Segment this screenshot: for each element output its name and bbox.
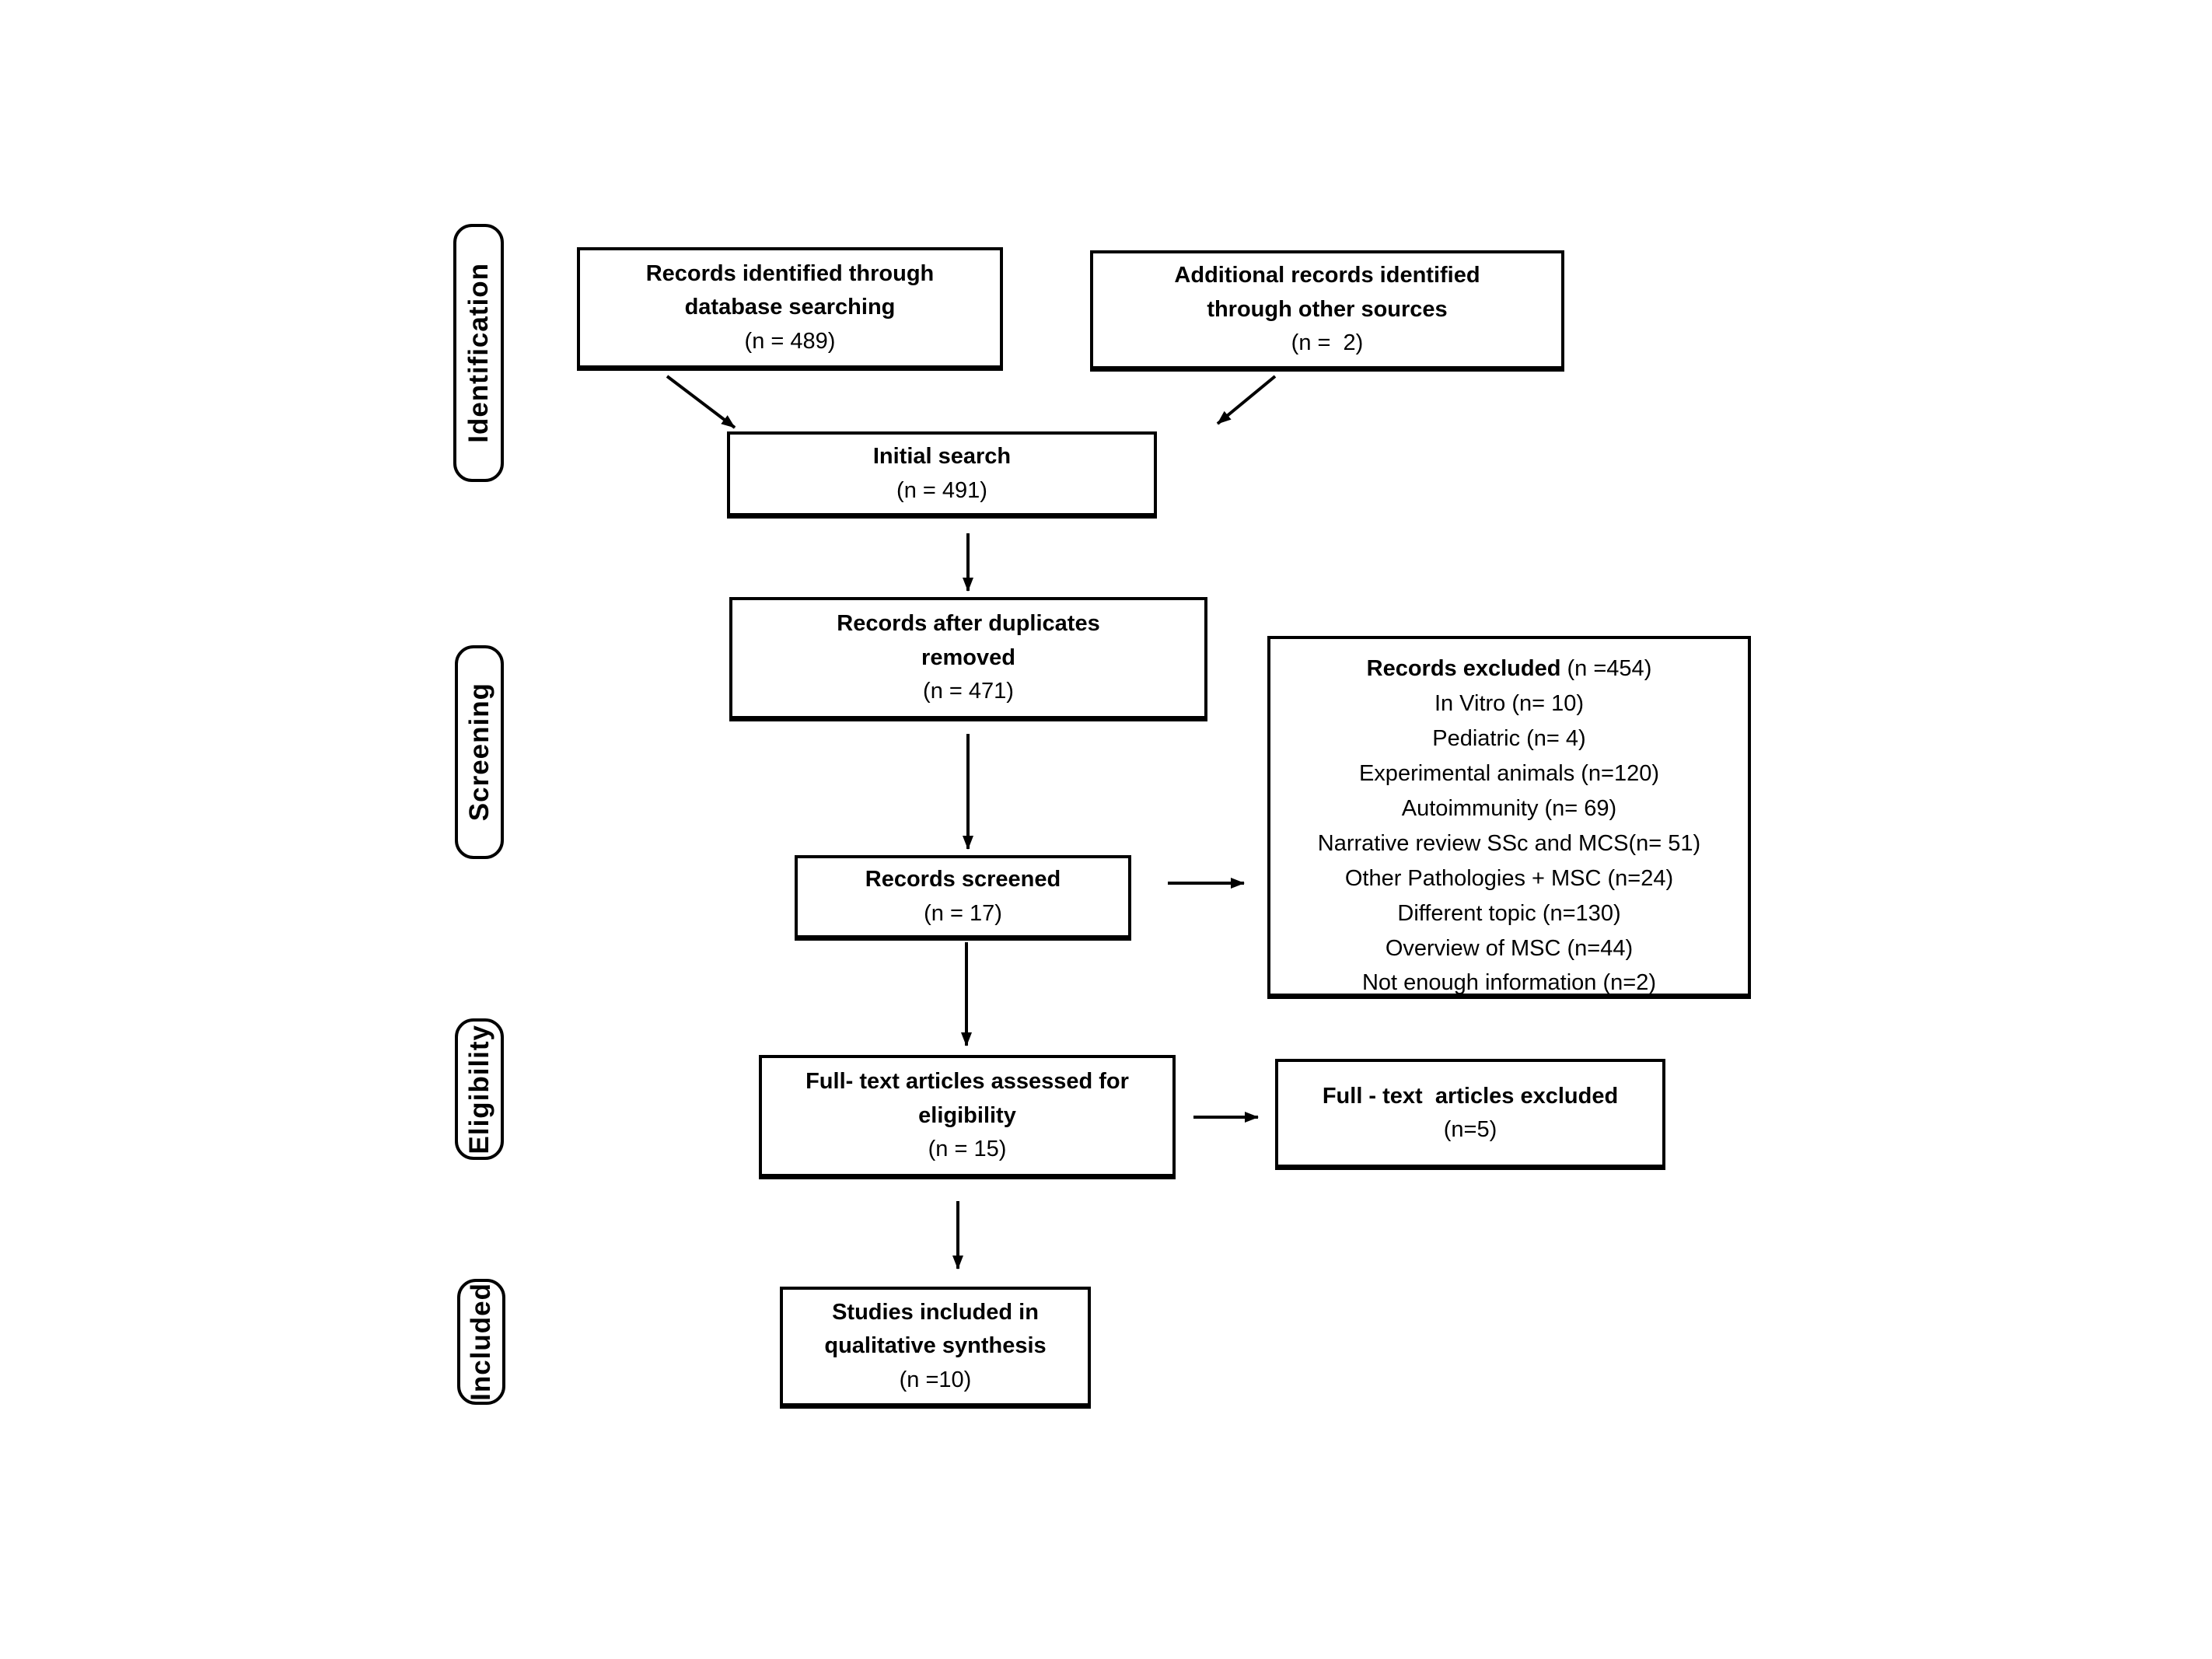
- excluded-reason-item: Different topic (n=130): [1397, 900, 1621, 926]
- stage-label-eligibility-text: Eligibility: [463, 1024, 494, 1154]
- box-records-identified: Records identified through database sear…: [577, 247, 1003, 371]
- box-records-excluded-count: (n =454): [1560, 656, 1652, 681]
- box-records-identified-line1: Records identified through: [645, 260, 935, 286]
- box-records-identified-count: (n = 489): [744, 328, 836, 354]
- box-records-screened-line1: Records screened: [865, 867, 1061, 892]
- stage-label-identification: Identification: [453, 224, 504, 482]
- box-duplicates-removed-line2: removed: [921, 644, 1015, 670]
- box-fulltext-excluded-line1: Full - text articles excluded: [1322, 1083, 1619, 1109]
- box-studies-included: Studies included in qualitative synthesi…: [780, 1287, 1091, 1409]
- box-initial-search-line1: Initial search: [872, 444, 1012, 469]
- box-additional-records-line1: Additional records identified: [1174, 263, 1480, 288]
- box-records-identified-line2: database searching: [684, 295, 896, 320]
- excluded-reason-item: Not enough information (n=2): [1361, 970, 1657, 996]
- arrow-identified-to-initial: [666, 375, 736, 429]
- box-duplicates-removed-line1: Records after duplicates: [837, 611, 1100, 637]
- arrow-additional-to-initial: [1216, 375, 1277, 425]
- box-duplicates-removed: Records after duplicates removed (n = 47…: [729, 597, 1207, 721]
- excluded-reason-item: In Vitro (n= 10): [1434, 690, 1585, 716]
- box-additional-records: Additional records identified through ot…: [1090, 250, 1564, 372]
- excluded-reason-item: Narrative review SSc and MCS(n= 51): [1317, 830, 1701, 856]
- box-records-excluded-title-line: Records excluded (n =454): [1367, 651, 1652, 686]
- stage-label-included-text: Included: [466, 1283, 496, 1401]
- box-records-screened-count: (n = 17): [924, 900, 1002, 926]
- box-fulltext-assessed-line2: eligibility: [918, 1102, 1016, 1128]
- box-records-screened: Records screened (n = 17): [795, 855, 1131, 941]
- box-studies-included-line2: qualitative synthesis: [824, 1333, 1047, 1359]
- box-studies-included-line1: Studies included in: [832, 1299, 1039, 1325]
- box-studies-included-count: (n =10): [899, 1367, 972, 1392]
- box-fulltext-excluded: Full - text articles excluded (n=5): [1275, 1059, 1665, 1170]
- box-additional-records-line2: through other sources: [1207, 296, 1448, 322]
- excluded-reason-item: Experimental animals (n=120): [1358, 760, 1660, 786]
- box-additional-records-count: (n = 2): [1291, 330, 1364, 356]
- box-fulltext-excluded-count: (n=5): [1443, 1117, 1497, 1142]
- box-initial-search-count: (n = 491): [896, 477, 987, 503]
- stage-label-screening-text: Screening: [463, 683, 494, 822]
- box-records-excluded-title: Records excluded: [1366, 656, 1561, 681]
- excluded-reason-item: Other Pathologies + MSC (n=24): [1344, 865, 1674, 891]
- box-fulltext-assessed-line1: Full- text articles assessed for: [805, 1069, 1129, 1095]
- box-fulltext-assessed: Full- text articles assessed for eligibi…: [759, 1055, 1176, 1179]
- box-initial-search: Initial search (n = 491): [727, 431, 1157, 519]
- stage-label-eligibility: Eligibility: [455, 1018, 504, 1160]
- stage-label-included: Included: [457, 1279, 505, 1405]
- box-records-excluded: Records excluded (n =454) In Vitro (n= 1…: [1267, 636, 1751, 999]
- excluded-reason-item: Overview of MSC (n=44): [1385, 935, 1634, 961]
- excluded-reason-item: Autoimmunity (n= 69): [1401, 795, 1617, 821]
- box-fulltext-assessed-count: (n = 15): [928, 1137, 1007, 1162]
- excluded-reason-item: Pediatric (n= 4): [1432, 725, 1586, 751]
- stage-label-screening: Screening: [455, 645, 504, 859]
- box-duplicates-removed-count: (n = 471): [923, 679, 1014, 704]
- stage-label-identification-text: Identification: [463, 263, 494, 443]
